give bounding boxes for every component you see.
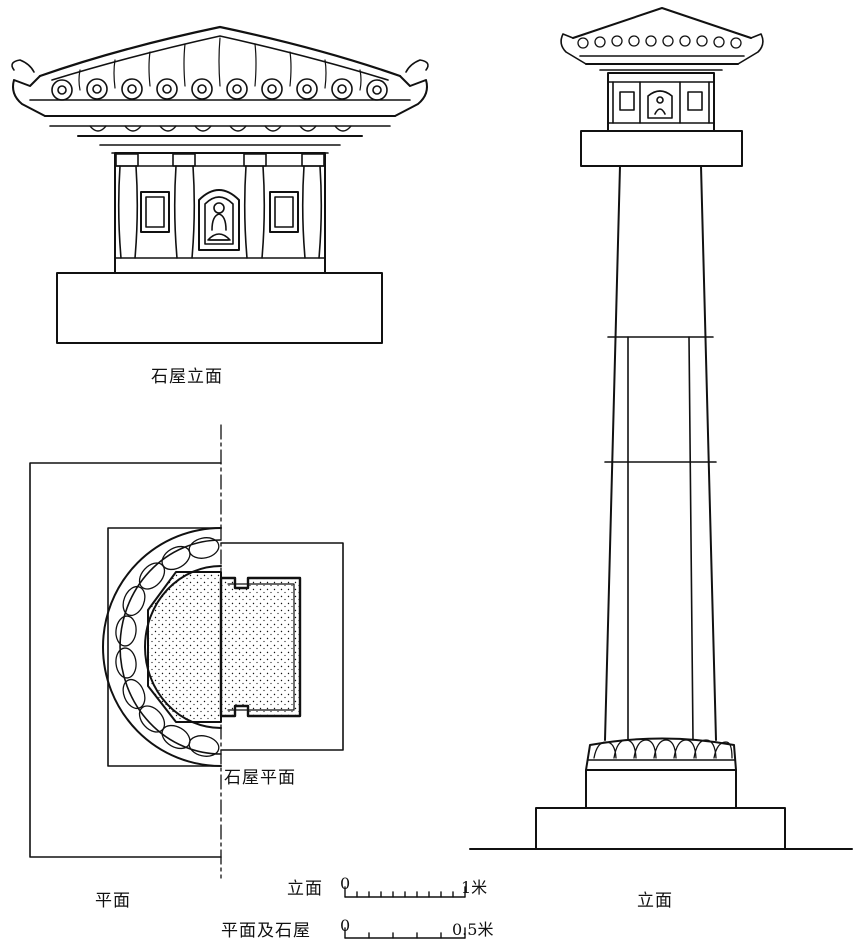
elevation-scale-start: 0 xyxy=(340,874,351,893)
plan-drawing xyxy=(29,424,344,879)
elevation-scale-end: 1米 xyxy=(461,878,488,897)
pillar-elevation-caption: 立面 xyxy=(637,891,673,911)
shrine-elevation-caption: 石屋立面 xyxy=(151,367,223,387)
plan-scale-start: 0 xyxy=(340,916,351,935)
elevation-scale-bar xyxy=(344,886,466,898)
plan-scale-end: 0.5米 xyxy=(452,920,494,939)
plan-scale-label: 平面及石屋 xyxy=(221,921,311,941)
plan-scale-bar xyxy=(344,927,466,939)
elevation-scale-label: 立面 xyxy=(287,879,323,899)
shrine-plan-caption: 石屋平面 xyxy=(224,763,296,788)
shrine-elevation-drawing xyxy=(11,25,429,344)
plan-caption: 平面 xyxy=(95,891,131,911)
pillar-elevation-drawing xyxy=(469,7,853,850)
